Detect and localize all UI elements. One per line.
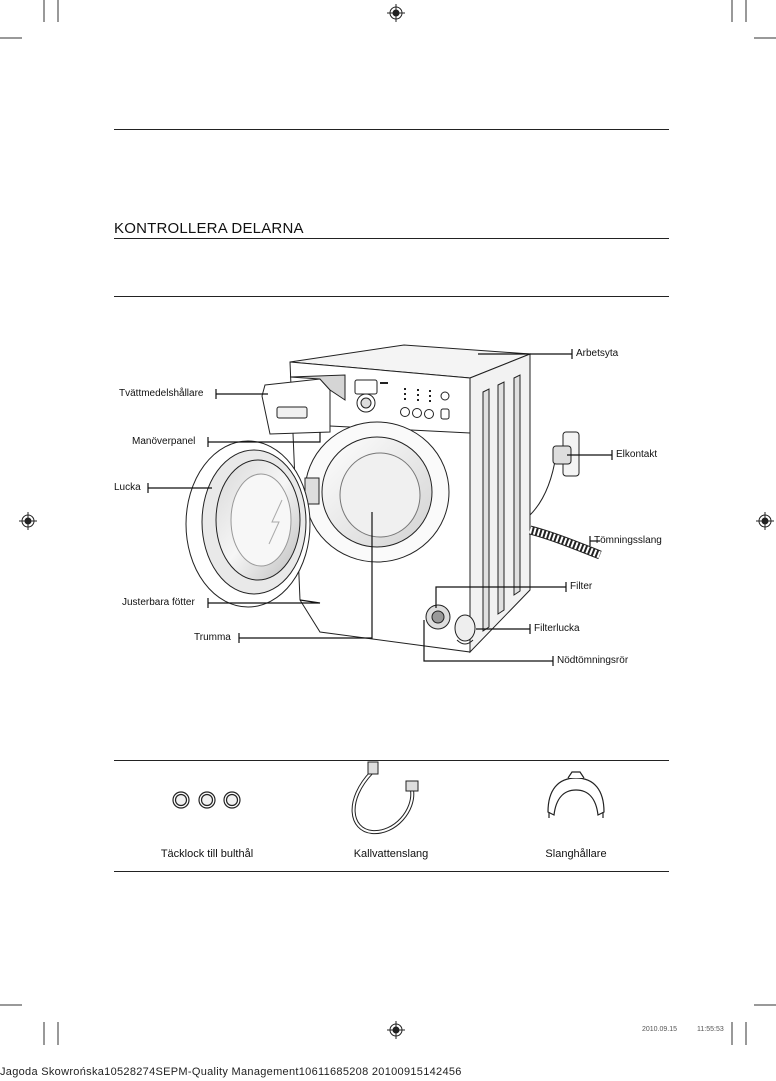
registration-mark-icon	[387, 4, 405, 22]
top-rule	[114, 129, 669, 130]
label-filter: Filter	[570, 581, 593, 592]
page-title: KONTROLLERA DELARNA	[114, 220, 304, 237]
cap-covers-icon	[172, 791, 241, 809]
label-manoverpanel: Manöverpanel	[132, 436, 196, 447]
accessory-label-water-hose: Kallvattenslang	[353, 848, 429, 860]
title-rule	[114, 238, 669, 239]
print-date: 2010.09.15	[642, 1026, 678, 1033]
label-nodtomningsror: Nödtömningsrör	[557, 655, 629, 666]
print-imprint: Jagoda Skowrońska10528274SEPM-Quality Ma…	[0, 1066, 462, 1078]
label-arbetsyta: Arbetsyta	[576, 348, 619, 359]
accessory-label-hose-holder: Slanghållare	[545, 848, 607, 860]
accessories-bottom-rule	[114, 871, 669, 872]
label-justerbara-fotter: Justerbara fötter	[122, 597, 195, 608]
label-filterlucka: Filterlucka	[534, 623, 580, 634]
hose-holder-icon	[547, 771, 605, 818]
section-rule	[114, 296, 669, 297]
label-trumma: Trumma	[194, 632, 231, 643]
label-lucka: Lucka	[114, 482, 141, 493]
print-time: 11:55:53	[697, 1026, 724, 1033]
accessories-top-rule	[114, 760, 669, 761]
accessory-label-cap-covers: Täcklock till bulthål	[160, 848, 254, 860]
water-hose-icon	[351, 761, 419, 835]
label-tvattmedelshallare: Tvättmedelshållare	[119, 388, 204, 399]
label-elkontakt: Elkontakt	[616, 449, 658, 460]
label-tomningsslang: Tömningsslang	[594, 535, 662, 546]
